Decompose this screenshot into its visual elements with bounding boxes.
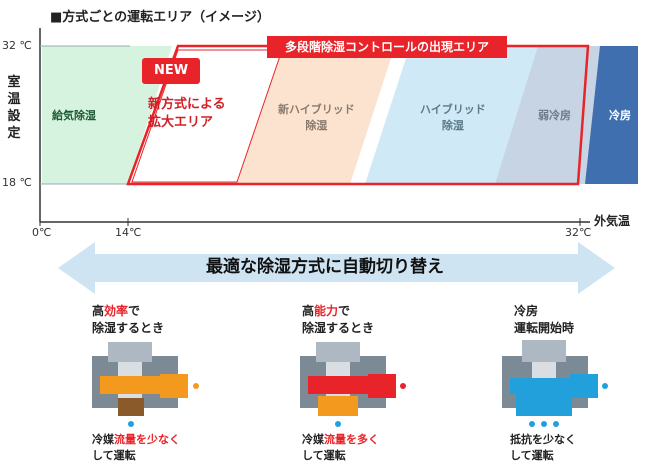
mode-cooling-line1: 冷房 (514, 303, 574, 320)
valve-efficient-illustration (92, 342, 199, 427)
diagram-title: ■方式ごとの運転エリア（イメージ） (50, 10, 270, 25)
mode-efficient-description: 高効率で 除湿するとき (92, 303, 164, 337)
flow-dot-high (400, 383, 406, 389)
y-tick-18: 18 ℃ (2, 176, 32, 189)
caption-high-line2: して運転 (302, 449, 346, 462)
caption-high-emphasis: 流量を多く (324, 433, 379, 446)
caption-cooling-line1: 抵抗を少なく (510, 432, 576, 448)
caption-cooling-line2: して運転 (510, 449, 554, 462)
y-axis-char: 設 (7, 109, 21, 124)
multi-stage-label: 多段階除湿コントロールの出現エリア (267, 36, 507, 58)
flow-dot-cool (602, 383, 608, 389)
x-tick-label-14: 14℃ (115, 226, 142, 239)
switch-arrow (58, 242, 615, 294)
zone-new-hybrid (237, 46, 395, 184)
mode-high-emphasis: 能力 (314, 304, 339, 318)
x-tick-label-32: 32℃ (565, 226, 592, 239)
zone-cool (585, 46, 638, 184)
valve-high-capacity-illustration (300, 342, 406, 427)
mode-high-suffix: で (338, 304, 351, 318)
mode-efficient-emphasis: 効率 (104, 304, 129, 318)
mode-efficient-suffix: で (128, 304, 141, 318)
mode-cooling-description: 冷房 運転開始時 (514, 303, 574, 337)
zone-label-new-hybrid-line2: 除湿 (305, 119, 328, 132)
new-badge: NEW (142, 58, 200, 84)
caption-efficient-line1: 冷媒流量を少なく (92, 432, 180, 448)
y-tick-32: 32 ℃ (2, 39, 32, 52)
zone-label-new-method-line1: 新方式による (148, 97, 226, 112)
mode-high-capacity-description: 高能力で 除湿するとき (302, 303, 374, 337)
y-axis-char: 温 (7, 92, 21, 107)
zone-label-hybrid-line2: 除湿 (441, 119, 464, 132)
valve-cooling-illustration (502, 340, 608, 427)
zone-label-new-hybrid: 新ハイブリッド 除湿 (278, 102, 355, 134)
zone-hybrid (365, 46, 540, 184)
mode-high-line1: 高能力で (302, 303, 374, 320)
zone-label-weak-cool: 弱冷房 (538, 109, 571, 122)
flow-dot-efficient-down (128, 421, 134, 427)
flow-dot-cool-3 (553, 421, 559, 427)
y-axis-label: 室 温 設 定 (6, 74, 22, 142)
caption-efficient: 冷媒流量を少なく して運転 (92, 432, 180, 464)
x-axis-label: 外気温 (594, 214, 631, 228)
mode-high-prefix: 高 (302, 304, 315, 318)
caption-efficient-line2: して運転 (92, 449, 136, 462)
mode-cooling-line2: 運転開始時 (514, 321, 575, 335)
caption-cooling: 抵抗を少なく して運転 (510, 432, 576, 464)
mode-high-line2: 除湿するとき (302, 321, 375, 335)
zone-supply (42, 46, 172, 184)
mode-efficient-line1: 高効率で (92, 303, 164, 320)
mode-cooling-suffix: 冷房 (514, 304, 539, 318)
caption-high-prefix: 冷媒 (302, 433, 324, 446)
zone-label-supply: 給気除湿 (52, 109, 96, 122)
zone-label-new-method-line2: 拡大エリア (148, 115, 214, 130)
zone-label-new-method: 新方式による 拡大エリア (148, 96, 226, 132)
zone-label-new-hybrid-line1: 新ハイブリッド (278, 103, 355, 116)
caption-cooling-prefix: 抵抗を少なく (510, 433, 576, 446)
mode-efficient-line2: 除湿するとき (92, 321, 165, 335)
mode-efficient-prefix: 高 (92, 304, 105, 318)
auto-switch-banner: 最適な除湿方式に自動切り替え (206, 257, 444, 277)
y-axis-char: 定 (7, 126, 21, 141)
flow-dot-cool-1 (529, 421, 535, 427)
caption-efficient-emphasis: 流量を少なく (114, 433, 180, 446)
zone-label-cool: 冷房 (609, 109, 631, 122)
y-axis-char: 室 (7, 75, 21, 90)
caption-high-capacity: 冷媒流量を多く して運転 (302, 432, 379, 464)
caption-efficient-prefix: 冷媒 (92, 433, 114, 446)
flow-dot-high-down (335, 421, 341, 427)
x-tick-label-0: 0℃ (32, 226, 52, 239)
flow-dot-cool-2 (541, 421, 547, 427)
caption-high-line1: 冷媒流量を多く (302, 432, 379, 448)
zone-label-hybrid: ハイブリッド 除湿 (420, 102, 486, 134)
zone-label-hybrid-line1: ハイブリッド (420, 103, 486, 116)
flow-dot-efficient (193, 383, 199, 389)
